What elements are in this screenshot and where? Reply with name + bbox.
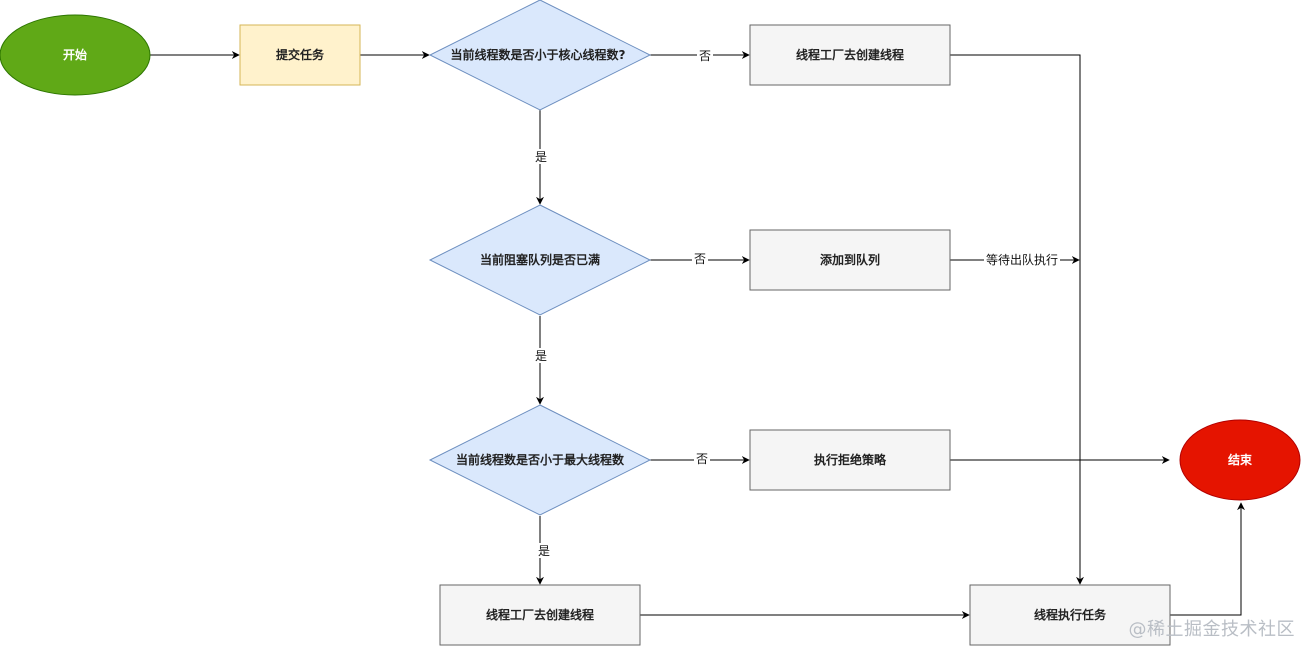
end-node-label: 结束 [1228, 452, 1253, 467]
execute-task-node: 线程执行任务 [969, 584, 1171, 646]
create-thread-bottom-label: 线程工厂去创建线程 [486, 607, 594, 622]
reject-policy-label: 执行拒绝策略 [814, 452, 887, 467]
decision-queue-full: 当前阻塞队列是否已满 [428, 204, 652, 316]
decision-queue-full-label: 当前阻塞队列是否已满 [480, 252, 600, 267]
edge-labels-layer: 否 是 否 等待出队执行 是 否 是 [533, 48, 1060, 558]
end-node: 结束 [1179, 419, 1301, 501]
start-node-label: 开始 [63, 47, 87, 62]
add-to-queue-label: 添加到队列 [820, 252, 880, 267]
edge-label-no-core: 否 [699, 49, 711, 63]
edge-label-yes-max: 是 [538, 544, 550, 558]
edge-label-no-max: 否 [696, 452, 708, 466]
decision-core-threads: 当前线程数是否小于核心线程数? [428, 0, 652, 111]
watermark-text: @稀土掘金技术社区 [1128, 619, 1295, 640]
edges-layer [150, 51, 1245, 619]
decision-core-threads-label: 当前线程数是否小于核心线程数? [451, 47, 626, 62]
edge-label-yes-core: 是 [535, 150, 547, 164]
create-thread-top-node: 线程工厂去创建线程 [749, 24, 951, 86]
edge-label-no-queue: 否 [694, 252, 706, 266]
edge-execute-to-end [1170, 502, 1245, 616]
execute-task-label: 线程执行任务 [1034, 607, 1107, 622]
create-thread-top-label: 线程工厂去创建线程 [796, 47, 904, 62]
edge-create-thread-top-to-execute [950, 54, 1084, 585]
edge-label-yes-queue: 是 [535, 349, 547, 363]
submit-task-label: 提交任务 [276, 47, 325, 62]
submit-task-node: 提交任务 [239, 24, 361, 86]
decision-max-threads: 当前线程数是否小于最大线程数 [428, 404, 652, 516]
decision-max-threads-label: 当前线程数是否小于最大线程数 [456, 452, 625, 467]
start-node: 开始 [0, 14, 151, 96]
add-to-queue-node: 添加到队列 [749, 229, 951, 291]
reject-policy-node: 执行拒绝策略 [749, 429, 951, 491]
create-thread-bottom-node: 线程工厂去创建线程 [439, 584, 641, 646]
edge-label-wait-dequeue: 等待出队执行 [986, 252, 1058, 267]
